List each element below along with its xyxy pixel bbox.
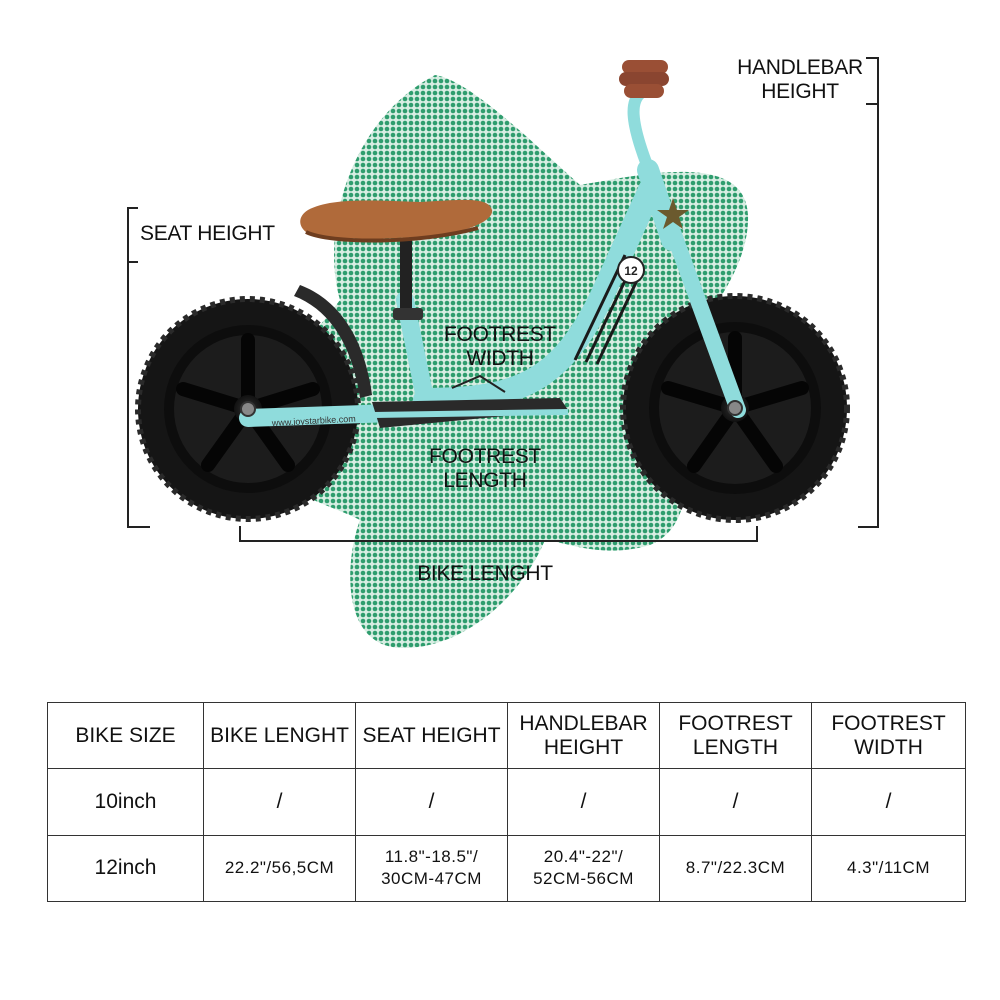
table-header-row: BIKE SIZE BIKE LENGHT SEAT HEIGHT HANDLE… — [47, 701, 966, 770]
cell-handlebar-height: / — [507, 768, 660, 836]
table-row: 12inch 22.2"/56,5CM 11.8"-18.5"/30CM-47C… — [47, 834, 966, 903]
cell-footrest-width: 4.3"/11CM — [811, 834, 966, 903]
footrest-length-label: FOOTREST LENGTH — [429, 445, 541, 492]
handlebar-height-label: HANDLEBAR HEIGHT — [737, 56, 863, 103]
cell-seat-height: / — [355, 768, 508, 836]
handlebar-height-bracket — [858, 57, 879, 528]
brand-text: www.joystarbike.com — [271, 414, 356, 428]
cell-footrest-length: / — [659, 768, 812, 836]
cell-footrest-length: 8.7"/22.3CM — [659, 834, 812, 903]
frame-badge: 12 — [617, 256, 645, 284]
cell-seat-height: 11.8"-18.5"/30CM-47CM — [355, 834, 508, 903]
header-seat-height: SEAT HEIGHT — [355, 701, 508, 770]
cell-handlebar-height: 20.4"-22"/52CM-56CM — [507, 834, 660, 903]
rear-fender — [294, 285, 372, 398]
seat-height-label: SEAT HEIGHT — [140, 222, 275, 245]
cell-bike-length: 22.2"/56,5CM — [203, 834, 356, 903]
cell-bike-length: / — [203, 768, 356, 836]
header-bike-length: BIKE LENGHT — [203, 701, 356, 770]
bike-illustration: 12 www.joystarbike.com — [127, 57, 879, 649]
footrest-width-label: FOOTREST WIDTH — [444, 323, 556, 370]
dimension-lines — [127, 57, 879, 542]
size-spec-table: BIKE SIZE BIKE LENGHT SEAT HEIGHT HANDLE… — [47, 701, 966, 903]
saddle — [300, 199, 493, 239]
seat-height-bracket — [127, 207, 150, 528]
bike-length-label: BIKE LENGHT — [417, 562, 553, 585]
svg-text:12: 12 — [624, 264, 638, 278]
table-row: 10inch / / / / / — [47, 768, 966, 836]
cell-size: 12inch — [47, 834, 204, 903]
bike-dimension-diagram: 12 www.joystarbike.com HANDLEBAR HEIGHT … — [127, 56, 879, 649]
cell-size: 10inch — [47, 768, 204, 836]
handlebar-grip — [619, 60, 669, 98]
header-bike-size: BIKE SIZE — [47, 701, 204, 770]
cell-footrest-width: / — [811, 768, 966, 836]
star-emblem — [657, 198, 689, 229]
bike-length-bracket — [239, 526, 758, 542]
seat-post — [400, 240, 412, 310]
